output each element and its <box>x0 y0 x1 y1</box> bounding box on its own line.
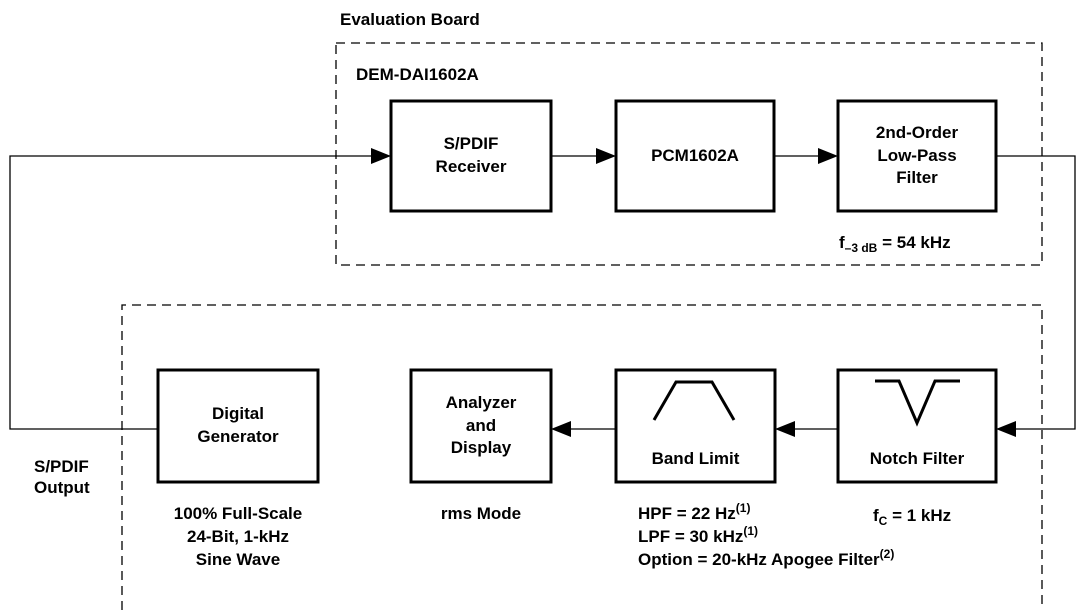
evaluation-board-outline <box>335 42 1043 266</box>
wire-lowpass-notch <box>996 155 1076 430</box>
loop-wire <box>9 155 376 430</box>
option-text: Option = 20-kHz Apogee Filter <box>638 550 880 569</box>
lpf-note: LPF = 30 kHz(1) <box>638 524 759 547</box>
hpf-footnote-ref: (1) <box>735 501 751 515</box>
arrow-into-lowpass-icon <box>818 148 838 164</box>
arrow-into-receiver-icon <box>371 148 391 164</box>
bandpass-symbol-icon <box>652 380 736 421</box>
option-note: Option = 20-kHz Apogee Filter(2) <box>638 547 895 570</box>
analyzer-mode-note: rms Mode <box>440 504 522 523</box>
hpf-note: HPF = 22 Hz(1) <box>638 501 751 524</box>
analyzer-block: Analyzer and Display <box>411 370 551 482</box>
lowpass-cutoff-prefix: f <box>839 233 845 252</box>
notch-filter-box <box>836 368 998 484</box>
notch-filter-label: Notch Filter <box>869 448 965 468</box>
band-limit-box <box>614 368 777 484</box>
spdif-receiver-block: S/PDIF Receiver <box>391 101 551 211</box>
digital-generator-box <box>156 368 320 484</box>
analyzer-label: Analyzer and Display <box>445 392 517 458</box>
lowpass-cutoff-value: = 54 kHz <box>877 233 951 252</box>
band-limit-block: Band Limit <box>616 442 775 476</box>
spdif-output-label: S/PDIF Output <box>34 457 90 498</box>
option-footnote-ref: (2) <box>879 547 895 561</box>
lowpass-filter-label: 2nd-Order Low-Pass Filter <box>875 122 959 188</box>
notch-symbol-icon <box>875 379 960 427</box>
notch-filter-block: Notch Filter <box>838 442 996 476</box>
lowpass-cutoff-subscript: –3 dB <box>844 241 878 255</box>
hpf-text: HPF = 22 Hz <box>638 504 736 523</box>
board-name: DEM-DAI1602A <box>356 65 479 84</box>
notch-frequency-note: fC = 1 kHz <box>873 505 952 528</box>
arrow-into-bandlimit-icon <box>775 421 795 437</box>
digital-generator-label: Digital Generator <box>197 404 279 446</box>
band-limit-label: Band Limit <box>651 448 740 468</box>
lpf-text: LPF = 30 kHz <box>638 527 744 546</box>
evaluation-board-title: Evaluation Board <box>340 10 480 29</box>
spdif-receiver-label: S/PDIF Receiver <box>435 134 507 176</box>
notch-frequency-value: = 1 kHz <box>887 506 952 525</box>
lowpass-cutoff-note: f–3 dB = 54 kHz <box>839 232 951 255</box>
pcm1602a-label: PCM1602A <box>651 145 739 165</box>
analyzer-outline <box>121 304 1043 610</box>
arrow-into-pcm-icon <box>596 148 616 164</box>
lowpass-filter-block: 2nd-Order Low-Pass Filter <box>838 101 996 211</box>
pcm1602a-block: PCM1602A <box>616 101 774 211</box>
generator-settings-note: 100% Full-Scale 24-Bit, 1-kHz Sine Wave <box>173 504 303 569</box>
arrow-into-notch-icon <box>996 421 1016 437</box>
arrow-into-analyzer-icon <box>551 421 571 437</box>
lpf-footnote-ref: (1) <box>743 524 759 538</box>
analyzer-box <box>409 368 553 484</box>
digital-generator-block: Digital Generator <box>158 370 318 482</box>
notch-frequency-prefix: f <box>873 506 879 525</box>
notch-frequency-subscript: C <box>878 514 888 528</box>
